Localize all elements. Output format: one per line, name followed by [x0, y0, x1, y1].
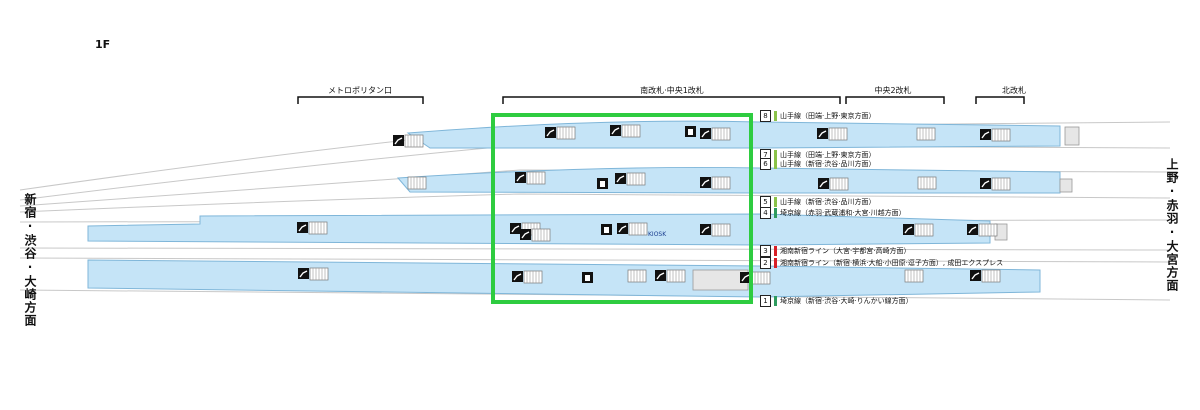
- rail-line: [19, 247, 1171, 251]
- track-line-color: [774, 158, 777, 169]
- escalator-icon: [970, 269, 1001, 283]
- track-number: 8: [760, 109, 771, 122]
- escalator-icon: [818, 177, 849, 191]
- rail-line: [19, 257, 1171, 263]
- track-line-name: 埼京線（赤羽·武蔵浦和·大宮·川越方面）: [780, 208, 906, 217]
- escalator-icon: [515, 171, 546, 185]
- escalator-icon: [610, 124, 641, 138]
- track-line-name: 山手線（田端·上野·東京方面）: [780, 150, 876, 159]
- track-legend-row: 2 湘南新宿ライン（新宿·横浜·大船·小田原·逗子方面）, 成田エクスプレス: [760, 256, 1004, 269]
- kiosk-label: KIOSK: [648, 231, 667, 238]
- escalator-icon: [740, 271, 771, 285]
- gate-bracket-south: [502, 96, 841, 104]
- track-legend-row: 6 山手線（新宿·渋谷·品川方面）: [760, 157, 876, 170]
- gate-bracket-metropolitan: [297, 96, 424, 104]
- stairs-icon: [627, 269, 647, 283]
- escalator-icon: [617, 222, 648, 236]
- elevator-icon: [685, 126, 696, 137]
- buildings: [692, 126, 1080, 291]
- track-line-name: 山手線（新宿·渋谷·品川方面）: [780, 197, 876, 206]
- track-line-color: [774, 149, 777, 160]
- track-legend-row: 8 山手線（田端·上野·東京方面）: [760, 109, 876, 122]
- track-line-color: [774, 245, 777, 256]
- gate-label: 北改札: [1002, 86, 1026, 95]
- gate-label: 中央2改札: [874, 86, 912, 95]
- direction-right-label: 上野·赤羽·大宮方面: [1165, 158, 1179, 292]
- gate-brackets: [297, 96, 1025, 104]
- track-number: 6: [760, 157, 771, 170]
- escalator-icon: [700, 223, 731, 237]
- escalator-icon: [980, 177, 1011, 191]
- track-number: 1: [760, 294, 771, 307]
- escalator-icon: [655, 269, 686, 283]
- track-number: 3: [760, 244, 771, 257]
- gate-label: メトロポリタン口: [328, 86, 392, 95]
- gate-bracket-north: [975, 96, 1025, 104]
- gate-label: 南改札·中央1改札: [640, 86, 704, 95]
- rail-line: [19, 193, 1171, 213]
- stairs-icon: [904, 269, 924, 283]
- track-line-name: 湘南新宿ライン（新宿·横浜·大船·小田原·逗子方面）, 成田エクスプレス: [780, 258, 1004, 267]
- rail-line: [19, 144, 1171, 201]
- track-line-name: 埼京線（新宿·渋谷·大崎·りんかい線方面）: [780, 296, 913, 305]
- stairs-icon: [916, 127, 936, 141]
- elevator-icon: [597, 178, 608, 189]
- track-line-color: [774, 295, 777, 306]
- escalator-icon: [298, 267, 329, 281]
- elevator-icon: [582, 272, 593, 283]
- escalator-icon: [545, 126, 576, 140]
- escalator-icon: [512, 270, 543, 284]
- track-line-name: 山手線（田端·上野·東京方面）: [780, 111, 876, 120]
- track-line-color: [774, 196, 777, 207]
- track-line-color: [774, 257, 777, 268]
- track-line-color: [774, 207, 777, 218]
- stairs-icon: [917, 176, 937, 190]
- escalator-icon: [700, 127, 731, 141]
- track-line-color: [774, 110, 777, 121]
- building-block: [1059, 178, 1073, 193]
- escalator-icon: [700, 176, 731, 190]
- track-number: 4: [760, 206, 771, 219]
- elevator-icon: [601, 224, 612, 235]
- track-legend-row: 1 埼京線（新宿·渋谷·大崎·りんかい線方面）: [760, 294, 913, 307]
- highlight-frame: [491, 113, 753, 304]
- track-number: 2: [760, 256, 771, 269]
- escalator-icon: [520, 228, 551, 242]
- building-block: [1064, 126, 1080, 146]
- track-line-name: 湘南新宿ライン（大宮·宇都宮·高崎方面）: [780, 246, 911, 255]
- escalator-icon: [393, 134, 424, 148]
- track-line-name: 山手線（新宿·渋谷·品川方面）: [780, 159, 876, 168]
- stairs-icon: [407, 176, 427, 190]
- escalator-icon: [297, 221, 328, 235]
- facility-icons: [297, 124, 1011, 285]
- track-legend-row: 4 埼京線（赤羽·武蔵浦和·大宮·川越方面）: [760, 206, 906, 219]
- escalator-icon: [967, 223, 998, 237]
- gate-bracket-central2: [845, 96, 945, 104]
- escalator-icon: [903, 223, 934, 237]
- track-legend-row: 3 湘南新宿ライン（大宮·宇都宮·高崎方面）: [760, 244, 911, 257]
- escalator-icon: [615, 172, 646, 186]
- escalator-icon: [817, 127, 848, 141]
- direction-left-label: 新宿·渋谷·大崎方面: [23, 193, 37, 327]
- floor-label: 1F: [95, 38, 111, 51]
- escalator-icon: [980, 128, 1011, 142]
